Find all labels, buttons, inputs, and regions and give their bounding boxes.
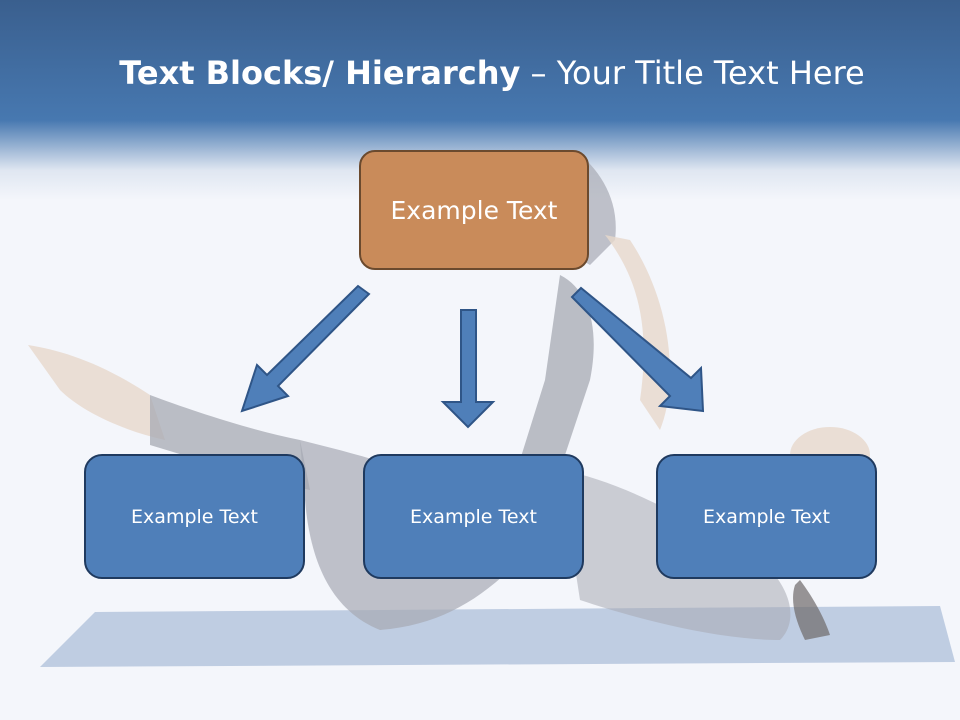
arrow-right-icon [570, 286, 705, 413]
slide-title: Text Blocks/ Hierarchy – Your Title Text… [0, 54, 960, 92]
arrow-center-icon [440, 309, 496, 429]
arrow-left-icon [240, 284, 371, 413]
child-text-box-center[interactable]: Example Text [363, 454, 584, 579]
child-text-box-center-label: Example Text [410, 505, 537, 528]
child-text-box-left[interactable]: Example Text [84, 454, 305, 579]
title-dash: – [520, 54, 557, 92]
root-text-box[interactable]: Example Text [359, 150, 589, 270]
child-text-box-left-label: Example Text [131, 505, 258, 528]
title-bold-part: Text Blocks/ Hierarchy [119, 54, 521, 92]
child-text-box-right-label: Example Text [703, 505, 830, 528]
child-text-box-right[interactable]: Example Text [656, 454, 877, 579]
title-regular-part: Your Title Text Here [556, 54, 865, 92]
root-text-box-label: Example Text [390, 195, 558, 225]
